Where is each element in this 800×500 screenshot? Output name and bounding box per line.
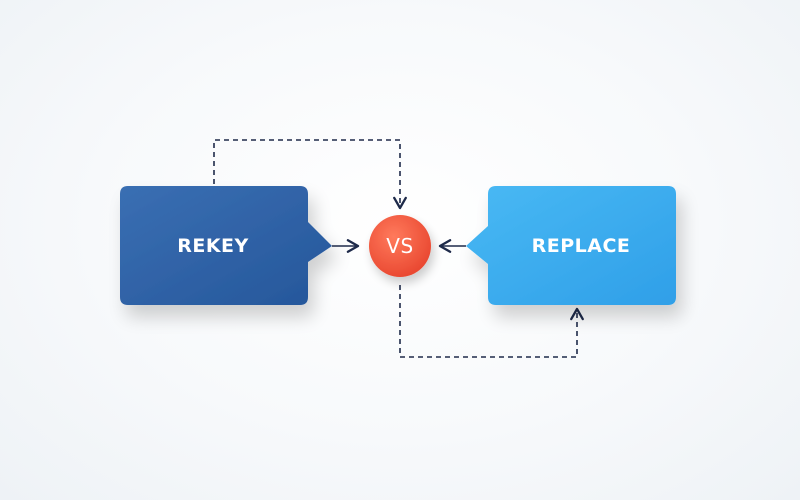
connector-bottom-dashed — [399, 285, 584, 358]
vs-circle — [369, 215, 431, 277]
connector-top-dashed — [213, 139, 407, 210]
rekey-box-shape — [120, 186, 332, 305]
rekey-node: REKEY — [120, 186, 332, 305]
vs-label: VS — [386, 234, 413, 258]
vs-node: VS — [369, 215, 431, 277]
replace-label: REPLACE — [532, 235, 631, 257]
replace-node: REPLACE — [466, 186, 676, 305]
rekey-label: REKEY — [177, 235, 249, 257]
replace-box-shape — [466, 186, 676, 305]
